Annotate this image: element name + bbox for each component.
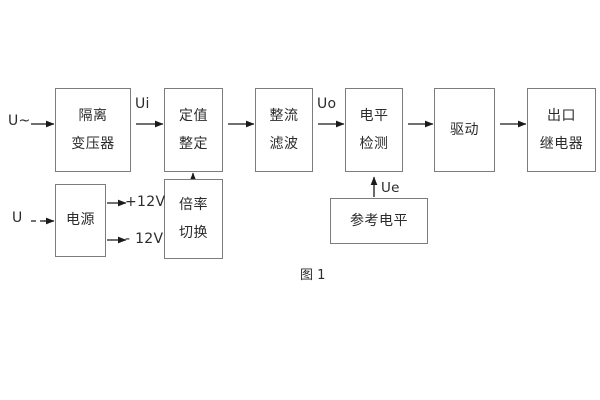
block-line: 出口 xyxy=(547,107,576,124)
block-rectify-filter: 整流 滤波 xyxy=(255,88,313,172)
block-reference-level: 参考电平 xyxy=(330,198,428,244)
block-line: 参考电平 xyxy=(350,212,408,229)
block-line: 定值 xyxy=(179,107,208,124)
block-line: 检测 xyxy=(359,135,389,152)
label-ue: Ue xyxy=(381,180,400,196)
label-input-ac: U~ xyxy=(8,113,31,129)
block-line: 隔离 xyxy=(78,107,108,124)
block-line: 切换 xyxy=(179,224,208,241)
block-line: 整定 xyxy=(179,135,208,152)
block-line: 继电器 xyxy=(539,135,584,152)
block-setting-value: 定值 整定 xyxy=(164,88,223,172)
block-line: 整流 xyxy=(269,107,299,124)
label-ui: Ui xyxy=(135,96,150,112)
block-drive: 驱动 xyxy=(434,88,495,172)
block-line: 电源 xyxy=(66,212,95,229)
block-line: 滤波 xyxy=(269,135,299,152)
block-line: 电平 xyxy=(359,107,389,124)
block-line: 变压器 xyxy=(71,135,115,152)
block-multiplier-switch: 倍率 切换 xyxy=(164,179,223,259)
block-line: 驱动 xyxy=(450,121,479,138)
block-line: 倍率 xyxy=(179,196,208,213)
label-uo: Uo xyxy=(317,96,337,112)
label-negative-12v: - 12V xyxy=(125,231,164,247)
block-isolation-transformer: 隔离 变压器 xyxy=(55,88,131,172)
block-output-relay: 出口 继电器 xyxy=(527,88,596,172)
block-level-detection: 电平 检测 xyxy=(345,88,403,172)
label-positive-12v: +12V xyxy=(125,194,166,210)
figure-caption: 图 1 xyxy=(300,268,326,283)
label-input-dc: U xyxy=(12,210,23,226)
block-power-supply: 电源 xyxy=(55,184,106,257)
